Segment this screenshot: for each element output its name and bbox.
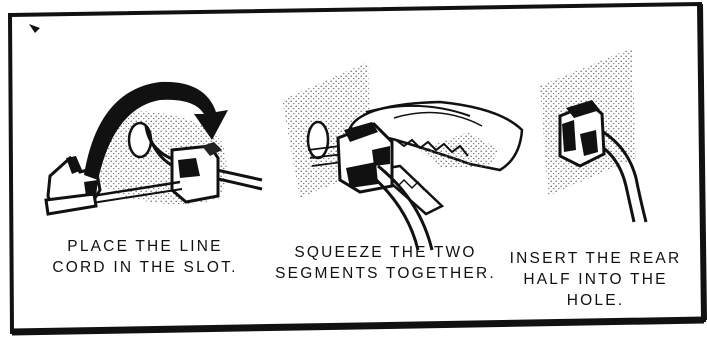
corner-mark	[29, 24, 40, 33]
bushing-squeezed	[338, 122, 392, 192]
caption-line: HALF INTO THE	[498, 269, 693, 290]
caption-line: HOLE.	[498, 290, 693, 311]
caption-line: CORD IN THE SLOT.	[50, 257, 240, 278]
caption-line: SEGMENTS TOGETHER.	[268, 263, 503, 284]
caption-line: INSERT THE REAR	[498, 248, 693, 269]
panel-1-illustration	[46, 82, 262, 214]
caption-line: PLACE THE LINE	[50, 236, 240, 257]
caption-step-3: INSERT THE REAR HALF INTO THE HOLE.	[498, 248, 693, 311]
caption-step-2: SQUEEZE THE TWO SEGMENTS TOGETHER.	[268, 242, 503, 284]
bushing-rear-1	[172, 142, 222, 202]
wall-hole-2	[308, 122, 328, 158]
panel-3-illustration	[540, 48, 646, 222]
panel-2-illustration	[282, 62, 522, 250]
caption-step-1: PLACE THE LINE CORD IN THE SLOT.	[50, 236, 240, 278]
caption-line: SQUEEZE THE TWO	[268, 242, 503, 263]
